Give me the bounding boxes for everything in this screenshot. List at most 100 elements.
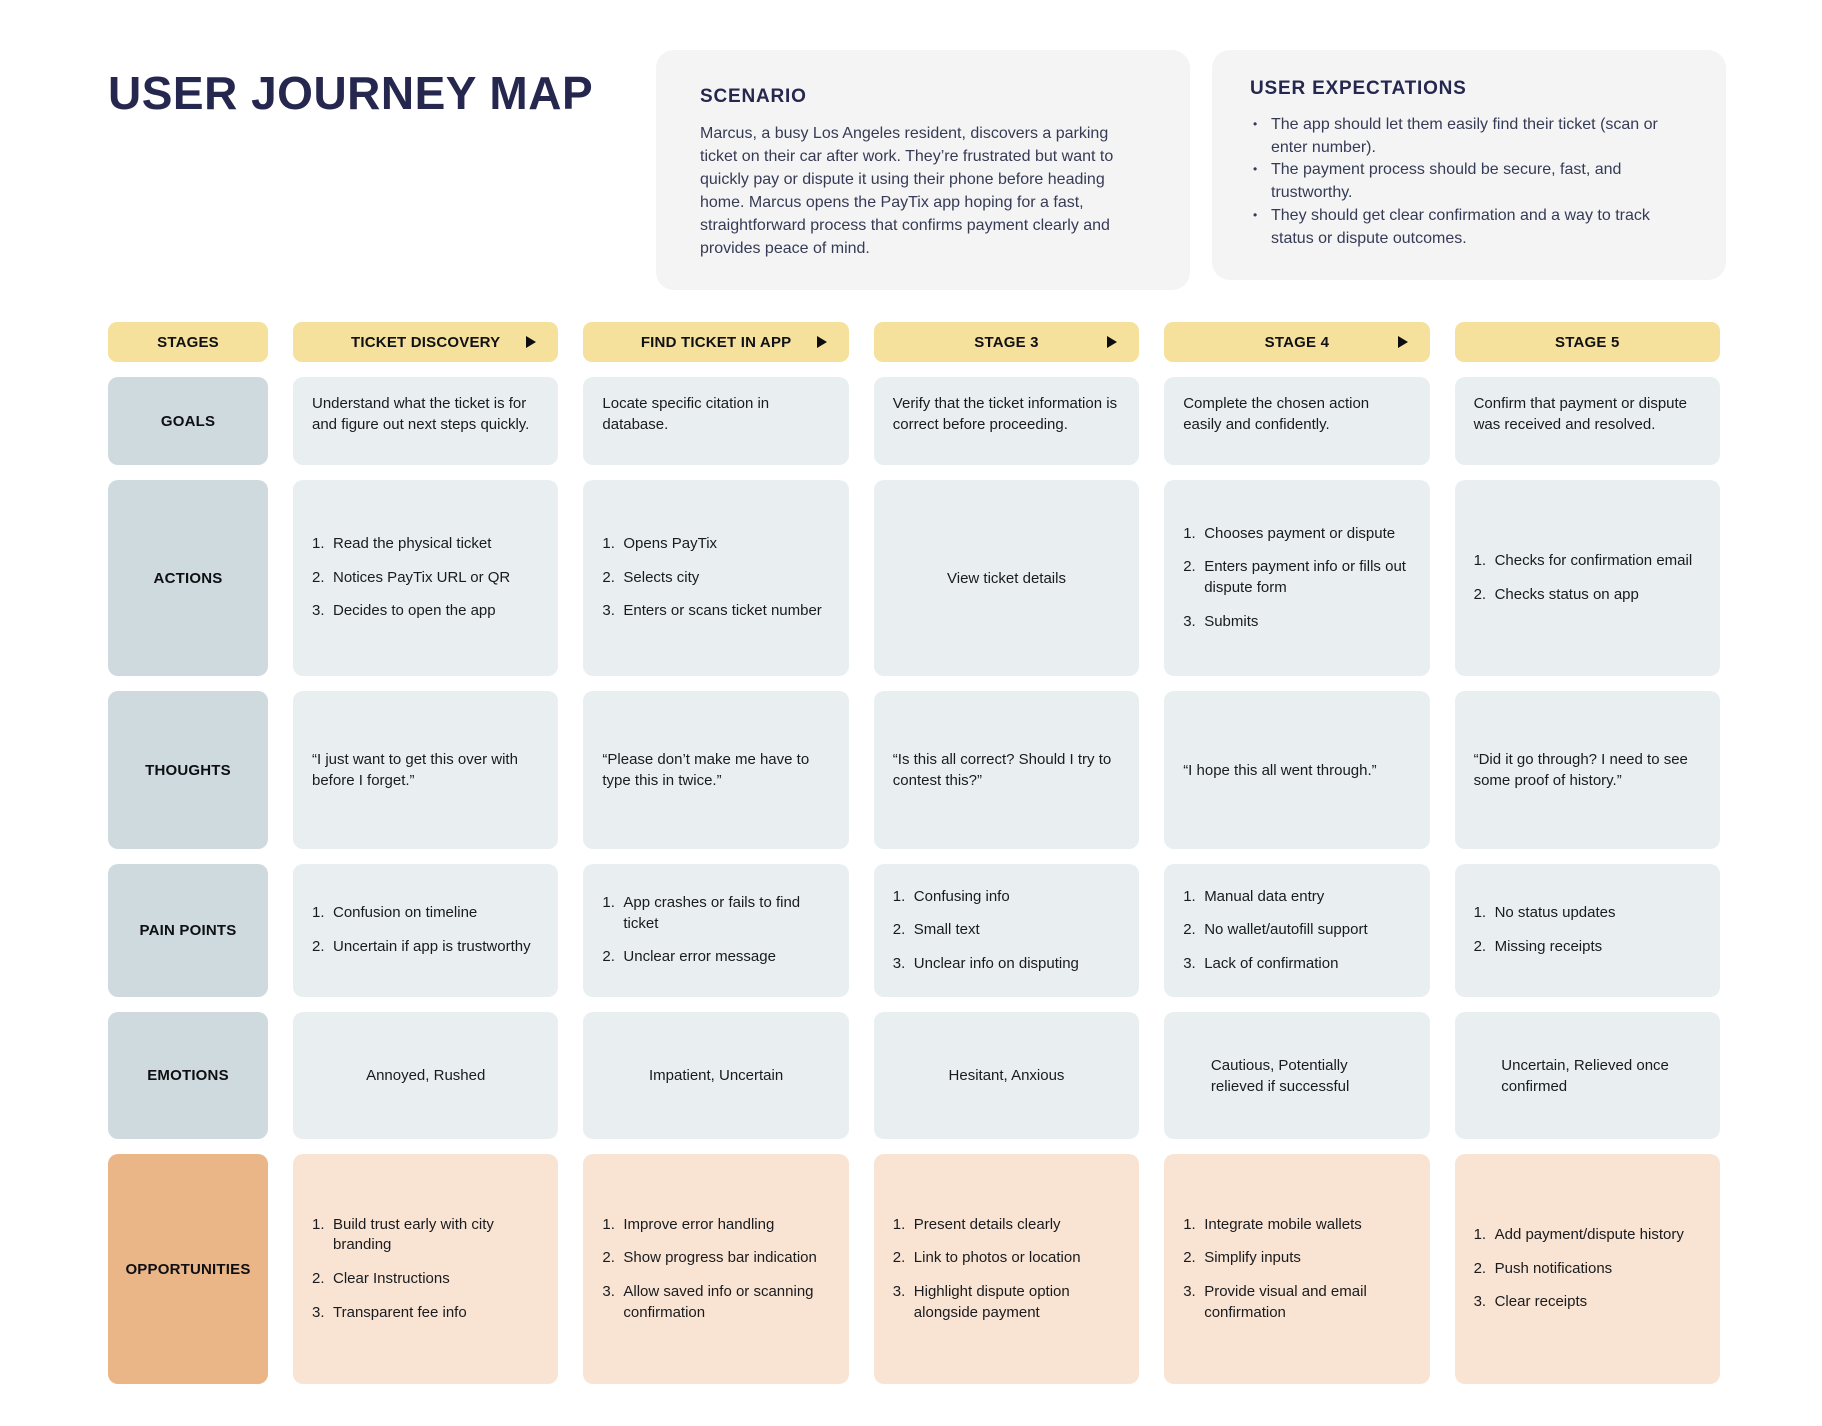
header: USER JOURNEY MAP SCENARIO Marcus, a busy… xyxy=(108,50,1726,291)
list-number: 2. xyxy=(892,1249,906,1267)
list-number: 1. xyxy=(312,534,325,552)
list-item: 1.Confusion on timeline xyxy=(312,903,539,924)
cell-emotions-4: Cautious, Potentially relieved if succes… xyxy=(1164,1012,1430,1140)
list-item: 2.Selects city xyxy=(602,568,829,589)
list-text: Highlight dispute option alongside payme… xyxy=(913,1283,1070,1321)
list-text: Present details clearly xyxy=(913,1215,1061,1233)
list-text: App crashes or fails to find ticket xyxy=(623,894,801,932)
list-item: 3.Decides to open the app xyxy=(312,601,539,622)
list-number: 2. xyxy=(1473,1259,1487,1277)
expectation-item: They should get clear confirmation and a… xyxy=(1250,205,1688,250)
cell-text: Locate specific citation in database. xyxy=(602,395,770,433)
list-item: 1.Read the physical ticket xyxy=(312,534,539,555)
list-item: 1.Integrate mobile wallets xyxy=(1183,1215,1410,1236)
list-text: Push notifications xyxy=(1494,1259,1613,1277)
row-label-thoughts: THOUGHTS xyxy=(108,691,268,849)
arrow-right-icon xyxy=(1107,336,1118,348)
list-number: 2. xyxy=(312,568,325,586)
list-number: 3. xyxy=(312,1303,325,1321)
list-text: Small text xyxy=(913,921,980,939)
cell-thoughts-2: “Please don’t make me have to type this … xyxy=(583,691,849,849)
list-item: 2. Link to photos or location xyxy=(893,1248,1120,1269)
stage-pill-stage-3[interactable]: STAGE 3 xyxy=(873,322,1140,362)
list-number: 2. xyxy=(312,1270,325,1288)
cell-opportunities-5: 1.Add payment/dispute history 2. Push noti… xyxy=(1454,1154,1720,1385)
stage-pill-label: STAGE 4 xyxy=(1264,333,1330,351)
cell-thoughts-4: “I hope this all went through.” xyxy=(1164,691,1430,849)
list-item: 3.Clear receipts xyxy=(1474,1292,1701,1313)
stage-pill-stage-4[interactable]: STAGE 4 xyxy=(1164,322,1430,362)
list-text: Checks status on app xyxy=(1494,585,1639,603)
cell-text: “Please don’t make me have to type this … xyxy=(602,751,810,789)
cell-emotions-3: Hesitant, Anxious xyxy=(873,1012,1140,1140)
list-text: Notices PayTix URL or QR xyxy=(333,568,511,586)
list-text: Checks for confirmation email xyxy=(1494,551,1693,569)
cell-emotions-2: Impatient, Uncertain xyxy=(583,1012,849,1140)
scenario-body: Marcus, a busy Los Angeles resident, dis… xyxy=(700,125,1114,258)
cell-text: Uncertain, Relieved once confirmed xyxy=(1501,1056,1669,1095)
list-item: 1.Opens PayTix xyxy=(602,534,829,555)
list-number: 1. xyxy=(892,887,906,905)
list-number: 3. xyxy=(1183,954,1196,972)
cell-goals-2: Locate specific citation in database. xyxy=(583,377,849,465)
list-item: 1.Build trust early with city branding xyxy=(312,1215,539,1256)
list-number: 1. xyxy=(602,534,615,552)
cell-text: View ticket details xyxy=(947,569,1066,587)
list-text: Missing receipts xyxy=(1494,938,1603,956)
cell-text: Understand what the ticket is for and fi… xyxy=(312,395,530,433)
list-text: Add payment/dispute history xyxy=(1494,1226,1684,1244)
list-text: Improve error handling xyxy=(623,1215,775,1233)
list-item: 2.Missing receipts xyxy=(1474,937,1701,958)
stage-pill-stage-5[interactable]: STAGE 5 xyxy=(1454,322,1720,362)
cell-actions-2: 1.Opens PayTix 2.Selects city 3.Enters or … xyxy=(583,480,849,676)
list-item: 1.App crashes or fails to find ticket xyxy=(602,893,829,934)
stage-pill-find-ticket-in-app[interactable]: FIND TICKET IN APP xyxy=(583,322,849,362)
list-text: No wallet/autofill support xyxy=(1204,921,1368,939)
cell-emotions-1: Annoyed, Rushed xyxy=(293,1012,559,1140)
list-text: Confusing info xyxy=(913,887,1010,905)
list-item: 1.Improve error handling xyxy=(602,1215,829,1236)
cell-pain-points-5: 1. No status updates 2.Missing receipts xyxy=(1454,864,1720,998)
list-item: 1.Add payment/dispute history xyxy=(1474,1225,1701,1246)
list-item: 3.Enters or scans ticket number xyxy=(602,601,829,622)
list-item: 1. No status updates xyxy=(1474,903,1701,924)
list-text: Show progress bar indication xyxy=(623,1249,817,1267)
list-text: Link to photos or location xyxy=(913,1249,1081,1267)
list-number: 3. xyxy=(892,1283,906,1301)
list-number: 3. xyxy=(892,954,906,972)
list-text: Transparent fee info xyxy=(333,1303,467,1321)
list-item: 2.Show progress bar indication xyxy=(602,1248,829,1269)
arrow-right-icon xyxy=(1397,336,1408,348)
expectation-item: The payment process should be secure, fa… xyxy=(1250,159,1688,204)
stage-pill-label: STAGE 5 xyxy=(1555,333,1620,351)
list-number: 1. xyxy=(1183,887,1196,905)
list-number: 2. xyxy=(602,568,615,586)
list-item: 2.Checks status on app xyxy=(1474,585,1701,606)
list-item: 3.Lack of confirmation xyxy=(1183,954,1410,975)
list-text: No status updates xyxy=(1494,904,1616,922)
stage-pill-ticket-discovery[interactable]: TICKET DISCOVERY xyxy=(293,322,559,362)
list-item: 3.Allow saved info or scanning confirmat… xyxy=(602,1282,829,1323)
page-title: USER JOURNEY MAP xyxy=(108,67,594,119)
scenario-card: SCENARIO Marcus, a busy Los Angeles resi… xyxy=(656,50,1190,291)
stages-row-label: STAGES xyxy=(108,322,268,362)
list-item: 1.Chooses payment or dispute xyxy=(1183,524,1410,545)
list-number: 1. xyxy=(1183,524,1196,542)
list-text: Submits xyxy=(1204,612,1259,630)
cell-goals-5: Confirm that payment or dispute was rece… xyxy=(1454,377,1720,465)
cell-goals-3: Verify that the ticket information is co… xyxy=(873,377,1140,465)
list-text: Unclear error message xyxy=(623,948,776,966)
stage-pill-label: FIND TICKET IN APP xyxy=(640,333,792,351)
stage-pill-label: STAGE 3 xyxy=(974,333,1039,351)
list-number: 1. xyxy=(312,1215,325,1233)
row-label-pain-points: PAIN POINTS xyxy=(108,864,268,998)
list-text: Clear receipts xyxy=(1494,1293,1588,1311)
list-number: 1. xyxy=(1473,904,1487,922)
expectation-item: The app should let them easily find thei… xyxy=(1250,114,1688,159)
